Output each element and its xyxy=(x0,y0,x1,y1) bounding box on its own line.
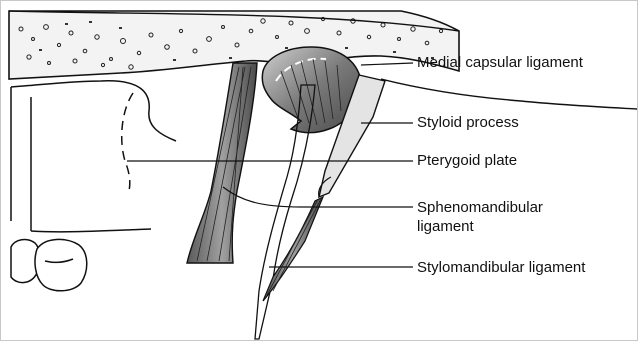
label-sphenomandibular-line1: Sphenomandibular xyxy=(417,198,543,217)
leader-medial-capsular xyxy=(361,63,413,65)
label-sphenomandibular-ligament: Sphenomandibular ligament xyxy=(417,198,543,236)
label-styloid-process: Styloid process xyxy=(417,113,519,132)
label-pterygoid-plate: Pterygoid plate xyxy=(417,151,517,170)
mandible-outline xyxy=(11,81,176,232)
teeth xyxy=(11,239,87,290)
sphenomandibular-ligament-shape xyxy=(187,63,257,263)
label-medial-capsular-ligament: Medial capsular ligament xyxy=(417,53,583,72)
label-sphenomandibular-line2: ligament xyxy=(417,217,543,236)
label-stylomandibular-ligament: Stylomandibular ligament xyxy=(417,258,585,277)
